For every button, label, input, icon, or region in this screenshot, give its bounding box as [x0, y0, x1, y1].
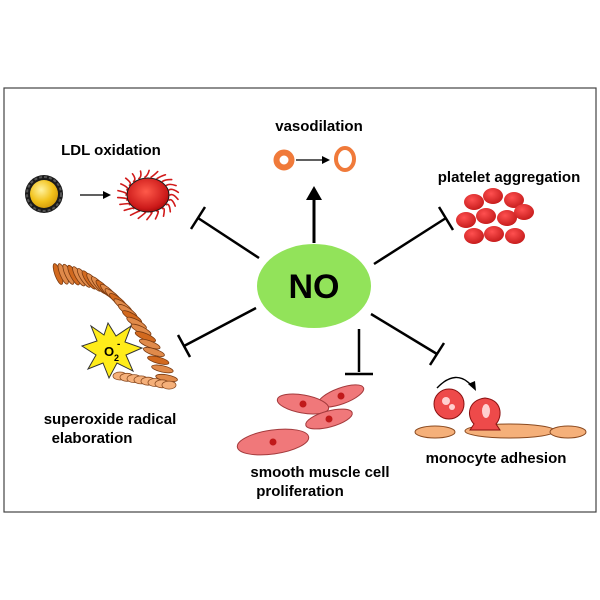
platelet-icon	[456, 212, 476, 228]
rolling-monocyte-icon	[433, 388, 465, 420]
endothelial-cell	[161, 380, 177, 390]
superoxide-effect: O 2 - superoxide radical elaboration	[44, 263, 257, 447]
superoxide-label-line2: elaboration	[52, 430, 133, 447]
monocyte-inhibition-line	[370, 312, 438, 356]
motion-arrowhead	[468, 381, 476, 391]
superoxide-symbol: O	[104, 344, 114, 359]
monocyte-nucleus	[482, 404, 490, 418]
platelet-inhibition-bar	[437, 206, 455, 231]
oxidized-ldl-body	[126, 177, 170, 213]
platelet-cluster-icon	[456, 188, 534, 244]
vessel-change-arrowhead	[322, 156, 330, 164]
platelet-icon	[484, 226, 504, 242]
ldl-particle-outer-ring	[26, 176, 62, 212]
superoxide-inhibition-bar	[176, 334, 192, 358]
smc-label-line2: proliferation	[256, 483, 344, 500]
oxidized-ldl-spikes	[116, 169, 180, 221]
ldl-oxidation-effect: LDL oxidation	[25, 142, 260, 260]
superoxide-star-icon	[80, 321, 144, 380]
cell-nucleus	[269, 438, 277, 446]
constricted-vessel-icon	[273, 149, 295, 171]
oxidized-ldl-icon	[116, 169, 180, 221]
platelet-aggregation-effect: platelet aggregation	[373, 169, 581, 266]
platelet-icon	[476, 208, 496, 224]
superoxide-inhibition-line	[183, 306, 257, 348]
platelet-icon	[464, 228, 484, 244]
vessel-wall-cell	[151, 364, 174, 374]
superoxide-charge: -	[117, 339, 120, 350]
ldl-oxidation-label: LDL oxidation	[61, 142, 161, 159]
ldl-inhibition-line	[197, 216, 260, 260]
motion-arrow-icon	[436, 376, 473, 389]
superoxide-label-line1: superoxide radical	[44, 411, 177, 428]
no-node: NO	[257, 244, 371, 328]
platelet-icon	[497, 210, 517, 226]
platelet-icon	[464, 194, 484, 210]
ldl-oxidation-arrowhead	[103, 191, 111, 199]
monocyte-inhibition-bar	[428, 342, 446, 366]
smooth-muscle-cells-icon	[236, 384, 365, 456]
platelet-icon	[505, 228, 525, 244]
vasodilation-arrowhead	[306, 186, 322, 200]
monocyte-adhesion-label: monocyte adhesion	[426, 450, 567, 467]
monocyte-granule	[442, 397, 450, 405]
cell-nucleus	[337, 392, 345, 400]
platelet-icon	[504, 192, 524, 208]
vessel-wall-icon	[52, 263, 178, 390]
vasodilation-label: vasodilation	[275, 118, 363, 135]
platelet-icon	[514, 204, 534, 220]
ldl-inhibition-bar	[189, 206, 207, 230]
smooth-muscle-effect: smooth muscle cell proliferation	[236, 329, 390, 500]
platelet-aggregation-label: platelet aggregation	[438, 169, 581, 186]
vessel-wall-cell	[147, 355, 170, 365]
cell-nucleus	[299, 400, 307, 408]
vessel-wall-cell	[142, 347, 165, 357]
monocyte-granule	[449, 404, 455, 410]
no-ellipse	[257, 244, 371, 328]
vasodilation-effect: vasodilation	[273, 118, 363, 243]
vessel-wall-cell	[138, 338, 161, 350]
cell-nucleus	[325, 415, 333, 423]
no-label: NO	[289, 268, 340, 306]
dilated-vessel-icon	[334, 146, 356, 172]
platelet-icon	[483, 188, 503, 204]
superoxide-subscript: 2	[114, 353, 119, 363]
ldl-particle-core	[30, 180, 58, 208]
endothelial-cell-icon	[549, 425, 587, 439]
smc-label-line1: smooth muscle cell	[250, 464, 389, 481]
platelet-inhibition-line	[373, 216, 447, 266]
endothelial-cell-icon	[414, 425, 456, 439]
monocyte-adhesion-effect: monocyte adhesion	[370, 312, 587, 467]
